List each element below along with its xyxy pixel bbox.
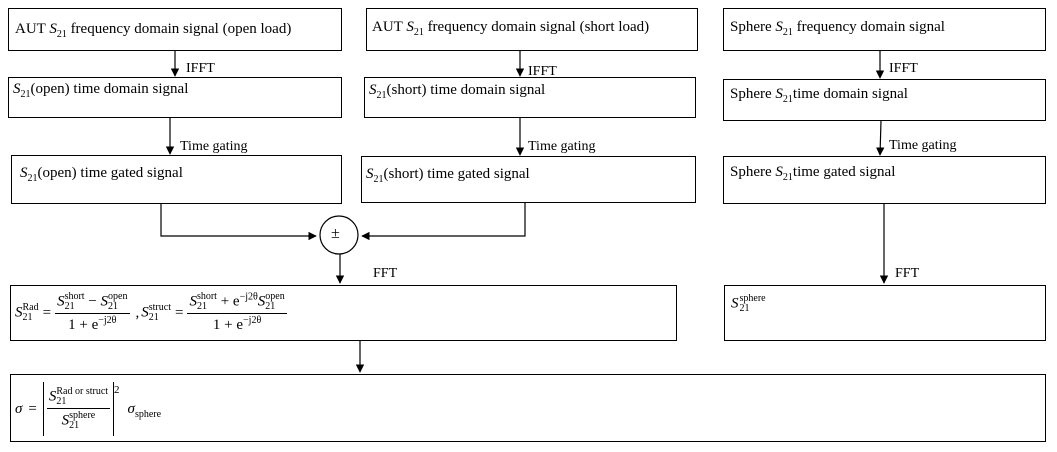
middle-gating-label: Time gating xyxy=(528,139,596,154)
middle-gated-box: S21(short) time gated signal xyxy=(361,156,696,203)
left-freq-box: AUT S21 frequency domain signal (open lo… xyxy=(8,8,342,51)
combiner-symbol: ± xyxy=(331,225,340,242)
right-gating-label: Time gating xyxy=(889,138,957,153)
middle-time-box: S21(short) time domain signal xyxy=(364,77,696,118)
left-time-box: S21(open) time domain signal xyxy=(8,77,342,118)
combiner-circle xyxy=(319,215,359,255)
left-ifft-label: IFFT xyxy=(186,61,215,76)
center-fft-label: FFT xyxy=(373,266,398,281)
arrow-right-gating xyxy=(876,120,885,156)
right-fft-label: FFT xyxy=(895,266,920,281)
wire-left-to-combiner xyxy=(160,204,317,241)
right-time-box: Sphere S21time domain signal xyxy=(723,79,1046,121)
left-gated-box: S21(open) time gated signal xyxy=(11,155,342,204)
left-gating-label: Time gating xyxy=(180,139,248,154)
middle-freq-box: AUT S21 frequency domain signal (short l… xyxy=(366,8,698,51)
middle-ifft-label: IFFT xyxy=(528,64,557,79)
right-ifft-label: IFFT xyxy=(889,61,918,76)
wire-middle-to-combiner xyxy=(361,203,526,241)
right-freq-box: Sphere S21 frequency domain signal xyxy=(723,8,1046,51)
right-gated-box: Sphere S21time gated signal xyxy=(723,156,1046,204)
